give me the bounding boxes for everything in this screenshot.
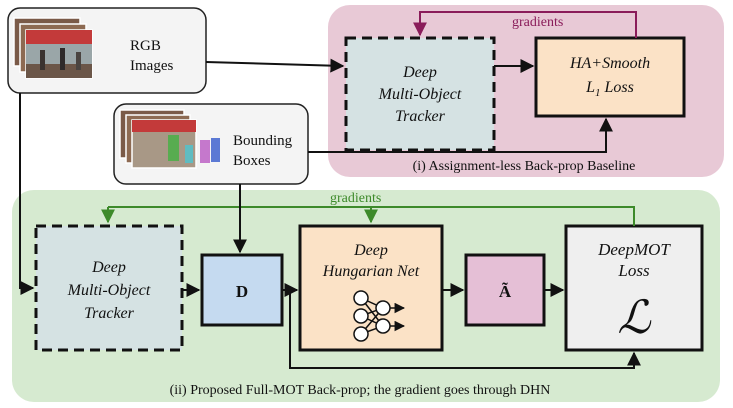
bbox-label-line2: Boxes	[233, 153, 271, 169]
dhn-line2: Hungarian Net	[322, 263, 420, 280]
top-gradients-label: gradients	[512, 15, 563, 30]
rgb-image-stack	[13, 17, 93, 79]
bottom-tracker-line1: Deep	[91, 259, 126, 276]
a-tilde-label: Ã	[499, 282, 512, 301]
neural-net-icon	[353, 290, 406, 342]
bottom-gradients-line	[108, 206, 635, 226]
d-box	[200, 253, 284, 327]
top-caption: (i) Assignment-less Back-prop Baseline	[413, 159, 636, 174]
top-tracker-box	[344, 36, 496, 152]
deepmot-loss-line2: Loss	[617, 261, 650, 280]
top-loss-line2: L1 Loss	[585, 79, 634, 99]
deepmot-loss-box	[564, 224, 704, 352]
rgb-label-line1: RGB	[130, 38, 161, 54]
arrow-rgb-to-bottom-tracker	[19, 93, 35, 295]
top-tracker-line1: Deep	[402, 64, 437, 81]
top-loss-line1: HA+Smooth	[569, 55, 650, 72]
dhn-line1: Deep	[353, 242, 388, 259]
deepmot-loss-line1: DeepMOT	[597, 240, 671, 259]
top-tracker-line3: Tracker	[395, 108, 446, 125]
bottom-gradients-label: gradients	[330, 191, 381, 206]
arrow-boxes-to-top-loss	[308, 117, 613, 153]
rgb-label-line2: Images	[130, 58, 173, 74]
bottom-tracker-line3: Tracker	[84, 305, 135, 322]
dhn-box	[298, 224, 444, 352]
top-gradients-arrow	[413, 11, 637, 38]
top-loss-box	[534, 36, 686, 118]
bottom-tracker-box	[34, 224, 184, 352]
a-tilde-box	[464, 253, 546, 327]
bbox-label-line1: Bounding	[233, 133, 293, 149]
bbox-image-stack	[119, 109, 220, 169]
arrow-d-to-loss-bottom	[289, 290, 641, 369]
d-label: D	[236, 282, 248, 301]
deepmot-loss-symbol: ℒ	[617, 292, 651, 343]
bottom-caption: (ii) Proposed Full-MOT Back-prop; the gr…	[170, 383, 551, 398]
bottom-tracker-line2: Multi-Object	[67, 282, 151, 299]
arrow-rgb-to-top-tracker	[205, 58, 345, 73]
top-tracker-line2: Multi-Object	[378, 86, 462, 103]
